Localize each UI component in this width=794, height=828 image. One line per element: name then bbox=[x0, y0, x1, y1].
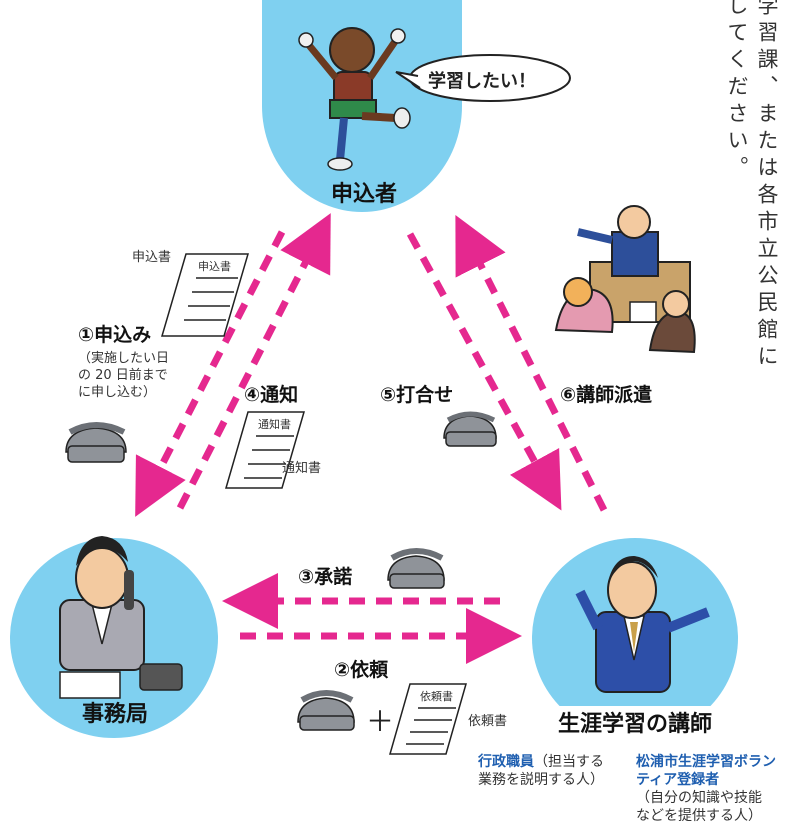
arrow-apply bbox=[135, 230, 286, 517]
instructor-type-2-desc-2: などを提供する人） bbox=[636, 808, 762, 824]
application-label: 申込書 bbox=[132, 250, 172, 265]
step-apply: ①申込み bbox=[78, 324, 152, 346]
request-label: 依頼書 bbox=[468, 714, 508, 729]
speech-bubble-text: 学習したい！ bbox=[428, 71, 536, 92]
step-apply-note-1: （実施したい日 bbox=[78, 351, 170, 366]
application-doc-title: 申込書 bbox=[198, 260, 231, 273]
notice-document-icon bbox=[225, 411, 305, 489]
side-text-1: 学習課、または各市立公民館に bbox=[755, 0, 779, 372]
applicant-label: 申込者 bbox=[330, 182, 397, 207]
step-dispatch: ⑥講師派遣 bbox=[560, 384, 653, 406]
step-apply-note-3: に申し込む） bbox=[78, 385, 157, 400]
instructor-type-2-desc-1: （自分の知識や技能 bbox=[636, 790, 762, 806]
lecture-illustration-icon bbox=[554, 205, 696, 354]
step-apply-note-2: の 20 日前まで bbox=[78, 368, 168, 383]
step-notify: ④通知 bbox=[244, 384, 299, 406]
instructor-type-1-line-2: 業務を説明する人） bbox=[478, 772, 604, 788]
notice-label: 通知書 bbox=[282, 461, 322, 476]
request-document-icon bbox=[389, 683, 467, 755]
instructor-type-2-title-1: 松浦市生涯学習ボラン bbox=[636, 754, 776, 770]
arrow-notify bbox=[176, 213, 331, 510]
notice-doc-title: 通知書 bbox=[258, 418, 291, 431]
telephone-icon-4 bbox=[297, 690, 355, 731]
speech-bubble-shape bbox=[395, 54, 571, 102]
side-text-2: してください。 bbox=[725, 0, 749, 183]
instructor-type-1-title: 行政職員 bbox=[478, 754, 534, 770]
instructor-label: 生涯学習の講師 bbox=[552, 706, 718, 738]
request-doc-title: 依頼書 bbox=[420, 690, 453, 703]
office-label: 事務局 bbox=[81, 702, 148, 727]
instructor-type-1-desc: （担当する bbox=[534, 754, 604, 770]
telephone-icon-3 bbox=[387, 548, 445, 589]
instructor-type-1-line-1: 行政職員（担当する bbox=[478, 754, 604, 771]
mascot-icon bbox=[298, 27, 411, 171]
plus-sign: ＋ bbox=[366, 705, 395, 738]
application-document-icon bbox=[160, 253, 250, 337]
instructor-man-icon bbox=[575, 556, 710, 693]
instructor-type-2-title-2: ティア登録者 bbox=[636, 772, 720, 788]
step-request: ②依頼 bbox=[334, 659, 389, 681]
telephone-icon-1 bbox=[65, 422, 127, 463]
arrow-meeting bbox=[406, 232, 562, 511]
telephone-icon-2 bbox=[443, 411, 497, 447]
office-worker-icon bbox=[59, 536, 183, 699]
step-meeting: ⑤打合せ bbox=[380, 384, 454, 406]
step-accept: ③承諾 bbox=[298, 566, 353, 588]
arrow-dispatch bbox=[455, 214, 608, 512]
